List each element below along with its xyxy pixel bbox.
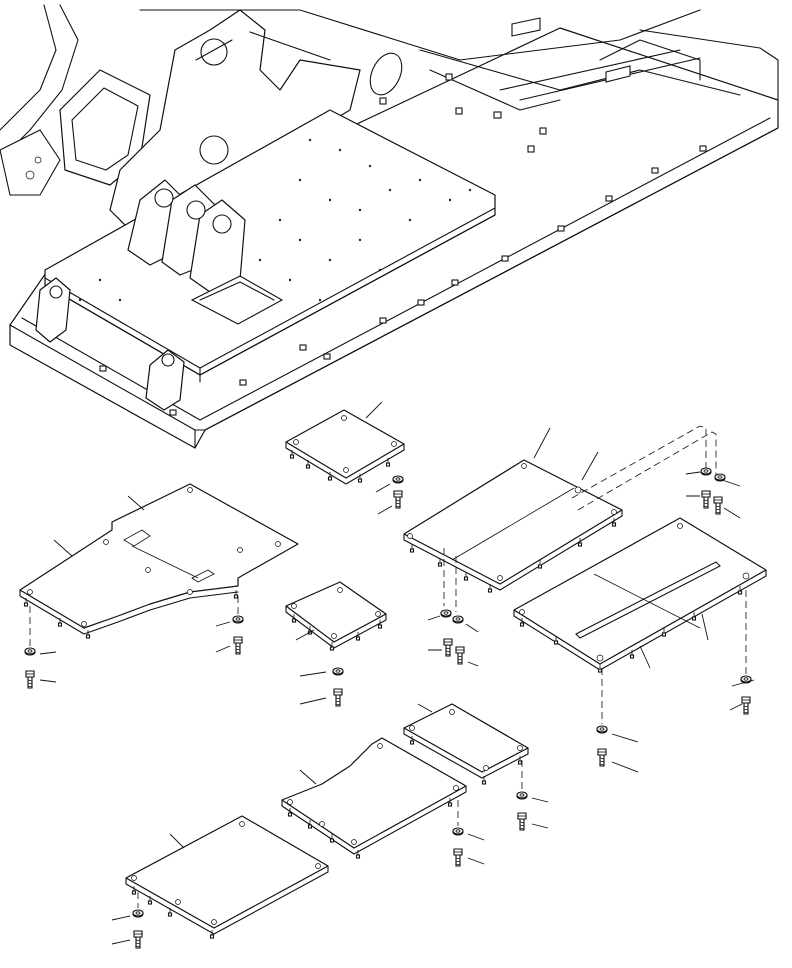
- washer-bolt-bottom-left: [111, 892, 144, 949]
- cover-small-lower: [403, 703, 529, 785]
- washer-bolt-upper: [375, 475, 404, 515]
- cover-large-center: [403, 427, 623, 593]
- washer-bolt-right-lower: [729, 590, 755, 715]
- cover-curved-lower: [281, 737, 467, 859]
- washer-bolt-lower-center: [516, 760, 549, 831]
- cover-bottom-left: [125, 815, 329, 939]
- cover-left-shaped: [19, 483, 299, 639]
- cover-small-middle: [285, 581, 387, 651]
- explode-lines-upper-right: [571, 425, 717, 511]
- cover-right-long: [513, 517, 767, 673]
- dashed-left-down: [29, 596, 239, 650]
- washer-bolt-left: [24, 615, 244, 689]
- plate-hole-dots: [78, 138, 472, 302]
- washer-bolt-center: [427, 548, 479, 667]
- washer-bolt-right-bottom: [596, 668, 639, 773]
- cover-small-upper: [285, 401, 405, 485]
- main-frame: [0, 4, 779, 449]
- washer-bolt-lower-mid: [452, 800, 485, 867]
- washer-bolt-middle: [299, 667, 344, 707]
- washer-bolt-far-right: [685, 467, 741, 519]
- frame-nuts: [99, 73, 707, 416]
